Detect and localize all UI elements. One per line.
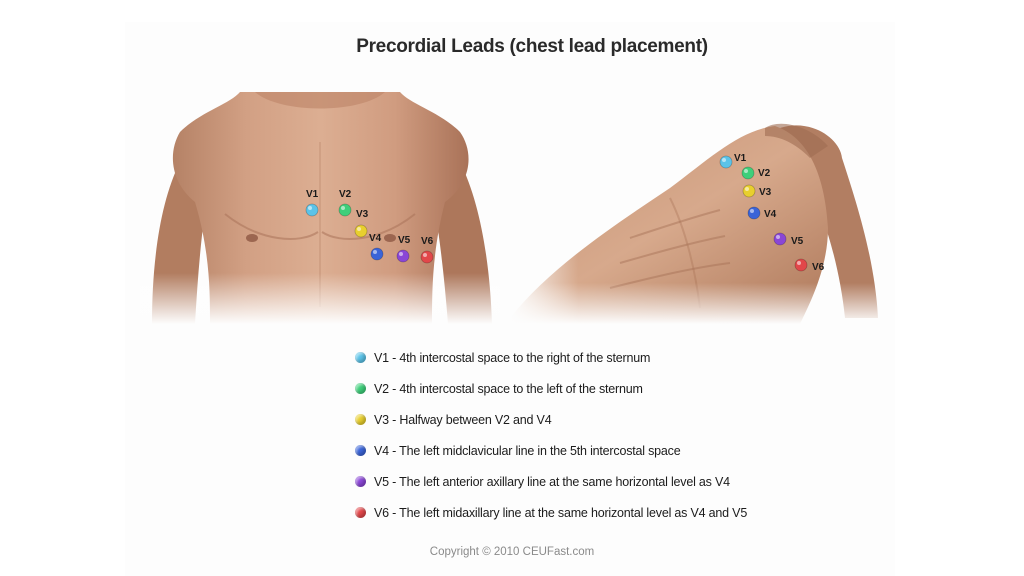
front-label-v4: V4: [369, 233, 382, 244]
side-label-v3: V3: [759, 187, 772, 198]
front-electrode-highlight-v6: [423, 253, 427, 257]
legend-item-v2: V2 - 4th intercostal space to the left o…: [355, 373, 815, 404]
v2-dot-icon: [355, 383, 366, 394]
side-electrode-v2: [741, 166, 755, 180]
side-label-v4: V4: [764, 209, 777, 220]
front-electrode-highlight-v5: [399, 252, 403, 256]
side-label-v5: V5: [791, 236, 804, 247]
legend-text-v3: V3 - Halfway between V2 and V4: [374, 412, 552, 427]
front-electrode-v1: [305, 203, 319, 217]
side-label-v1: V1: [734, 153, 747, 164]
side-label-v6: V6: [812, 262, 825, 273]
side-electrode-highlight-v1: [722, 158, 726, 162]
side-electrode-v1: [719, 155, 733, 169]
legend-text-v4: V4 - The left midclavicular line in the …: [374, 443, 681, 458]
legend-text-v1: V1 - 4th intercostal space to the right …: [374, 350, 651, 365]
legend-item-v3: V3 - Halfway between V2 and V4: [355, 404, 815, 435]
front-electrode-highlight-v3: [357, 227, 361, 231]
lead-legend: V1 - 4th intercostal space to the right …: [355, 342, 815, 528]
side-label-v2: V2: [758, 168, 771, 179]
side-electrode-highlight-v3: [745, 187, 749, 191]
front-electrode-highlight-v2: [341, 206, 345, 210]
v6-dot-icon: [355, 507, 366, 518]
v3-dot-icon: [355, 414, 366, 425]
copyright-notice: Copyright © 2010 CEUFast.com: [429, 546, 595, 558]
legend-item-v6: V6 - The left midaxillary line at the sa…: [355, 497, 815, 528]
front-electrode-v3: [354, 224, 368, 238]
side-electrode-v5: [773, 232, 787, 246]
side-electrode-v6: [794, 258, 808, 272]
v5-dot-icon: [355, 476, 366, 487]
legend-item-v5: V5 - The left anterior axillary line at …: [355, 466, 815, 497]
front-label-v6: V6: [421, 236, 434, 247]
front-electrode-highlight-v1: [308, 206, 312, 210]
side-electrode-v4: [747, 206, 761, 220]
v1-dot-icon: [355, 352, 366, 363]
side-electrode-highlight-v5: [776, 235, 780, 239]
side-electrode-v3: [742, 184, 756, 198]
side-electrode-highlight-v6: [797, 261, 801, 265]
side-electrode-highlight-v4: [750, 209, 754, 213]
legend-text-v6: V6 - The left midaxillary line at the sa…: [374, 505, 748, 520]
front-label-v3: V3: [356, 209, 369, 220]
front-electrode-highlight-v4: [373, 250, 377, 254]
front-electrode-v2: [338, 203, 352, 217]
legend-item-v4: V4 - The left midclavicular line in the …: [355, 435, 815, 466]
legend-text-v5: V5 - The left anterior axillary line at …: [374, 474, 730, 489]
front-electrode-v4: [370, 247, 384, 261]
v4-dot-icon: [355, 445, 366, 456]
diagram-title: Precordial Leads (chest lead placement): [356, 36, 708, 57]
front-label-v2: V2: [339, 189, 352, 200]
front-label-v5: V5: [398, 235, 411, 246]
side-electrode-highlight-v2: [744, 169, 748, 173]
front-electrode-v5: [396, 249, 410, 263]
front-label-v1: V1: [306, 189, 319, 200]
legend-text-v2: V2 - 4th intercostal space to the left o…: [374, 381, 643, 396]
legend-item-v1: V1 - 4th intercostal space to the right …: [355, 342, 815, 373]
front-electrode-v6: [420, 250, 434, 264]
